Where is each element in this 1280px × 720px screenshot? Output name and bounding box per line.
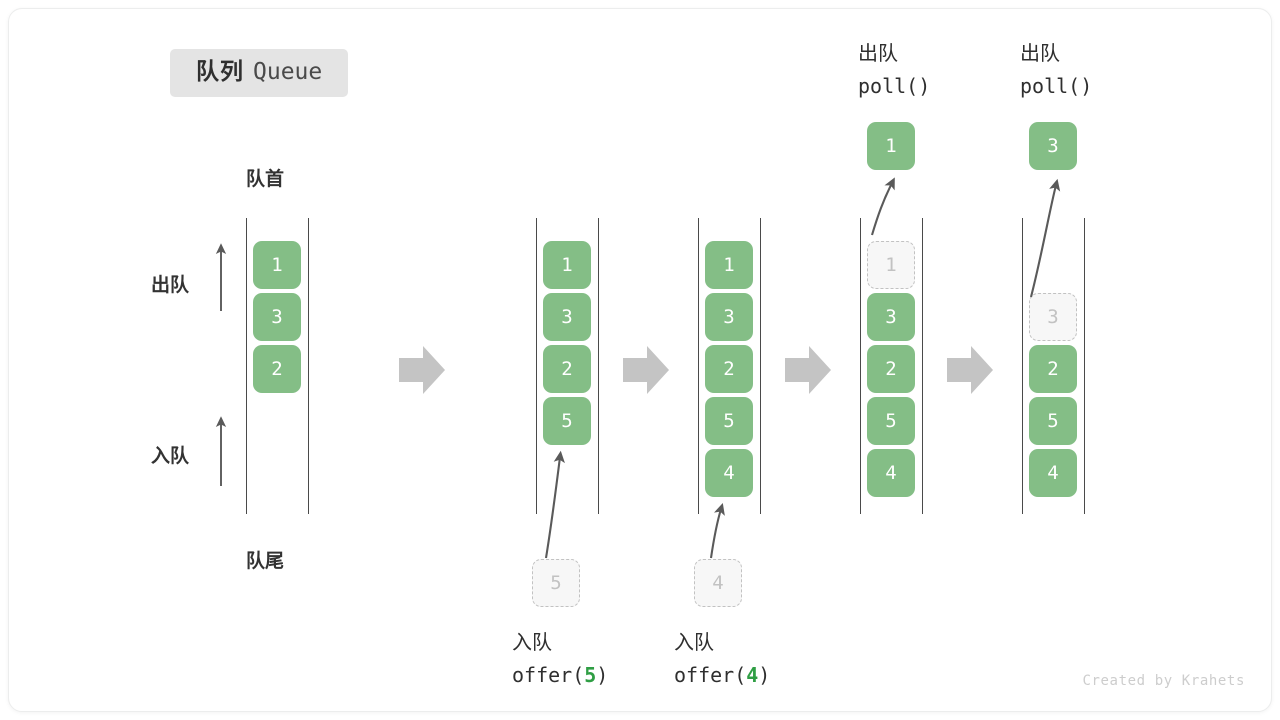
- queue-item: 2: [867, 345, 915, 393]
- queue-item-new: 4: [705, 449, 753, 497]
- title-chinese: 队列: [196, 58, 244, 84]
- diagram-stage: 队列 Queue 队首 1 3 2 出队 入队 队尾 1 3 2 5 5 入队: [9, 9, 1271, 711]
- title-english: Queue: [253, 59, 323, 85]
- queue-item: 1: [543, 241, 591, 289]
- queue-item-new: 5: [543, 397, 591, 445]
- queue-column-poll-1: 出队 poll() 1 1 3 2 5 4: [803, 9, 973, 711]
- incoming-element-ghost: 5: [532, 559, 580, 607]
- queue-rail-left: [246, 218, 247, 514]
- queue-rail-right: [760, 218, 761, 514]
- queue-item: 2: [543, 345, 591, 393]
- enqueue-label: 入队: [151, 446, 190, 467]
- queue-item: 3: [543, 293, 591, 341]
- queue-item: 1: [705, 241, 753, 289]
- queue-rail-left: [860, 218, 861, 514]
- queue-item: 2: [1029, 345, 1077, 393]
- operation-code: poll(): [1020, 73, 1093, 98]
- queue-column-initial: 队首 1 3 2 出队 入队 队尾: [151, 9, 359, 711]
- queue-item: 2: [705, 345, 753, 393]
- operation-caption: 入队 offer(5): [512, 628, 608, 691]
- queue-rail-right: [1084, 218, 1085, 514]
- queue-rail-right: [922, 218, 923, 514]
- operation-name: 出队: [1020, 43, 1060, 65]
- outgoing-element: 1: [867, 122, 915, 170]
- step-arrow-icon: [399, 346, 445, 394]
- queue-item-removed: 1: [867, 241, 915, 289]
- operation-caption-top: 出队 poll(): [1020, 39, 1092, 102]
- operation-code: poll(): [858, 73, 931, 98]
- operation-caption: 入队 offer(4): [674, 628, 770, 691]
- watermark-credit: Created by Krahets: [1082, 673, 1245, 689]
- queue-head-label: 队首: [246, 169, 285, 190]
- queue-item: 3: [253, 293, 301, 341]
- queue-item: 1: [253, 241, 301, 289]
- queue-rail-left: [1022, 218, 1023, 514]
- queue-item: 5: [1029, 397, 1077, 445]
- diagram-title-badge: 队列 Queue: [170, 49, 349, 97]
- dequeue-label: 出队: [151, 275, 190, 296]
- queue-column-offer-5: 1 3 2 5 5 入队 offer(5): [479, 9, 649, 711]
- incoming-element-ghost: 4: [694, 559, 742, 607]
- queue-column-poll-3: 出队 poll() 3 3 2 5 4: [965, 9, 1135, 711]
- queue-rail-right: [598, 218, 599, 514]
- diagram-card: 队列 Queue 队首 1 3 2 出队 入队 队尾 1 3 2 5 5 入队: [8, 8, 1272, 712]
- queue-item: 3: [867, 293, 915, 341]
- queue-item: 3: [705, 293, 753, 341]
- queue-item-removed: 3: [1029, 293, 1077, 341]
- queue-column-offer-4: 1 3 2 5 4 4 入队 offer(4): [641, 9, 811, 711]
- queue-item: 5: [867, 397, 915, 445]
- operation-caption-top: 出队 poll(): [858, 39, 930, 102]
- queue-rail-left: [536, 218, 537, 514]
- queue-item: 4: [1029, 449, 1077, 497]
- queue-rail-right: [308, 218, 309, 514]
- operation-code: offer(4): [674, 662, 771, 687]
- queue-item: 4: [867, 449, 915, 497]
- queue-item: 5: [705, 397, 753, 445]
- operation-name: 入队: [512, 632, 552, 654]
- operation-code: offer(5): [512, 662, 609, 687]
- queue-tail-label: 队尾: [246, 551, 285, 572]
- queue-item: 2: [253, 345, 301, 393]
- operation-name: 入队: [674, 632, 714, 654]
- queue-rail-left: [698, 218, 699, 514]
- operation-name: 出队: [858, 43, 898, 65]
- outgoing-element: 3: [1029, 122, 1077, 170]
